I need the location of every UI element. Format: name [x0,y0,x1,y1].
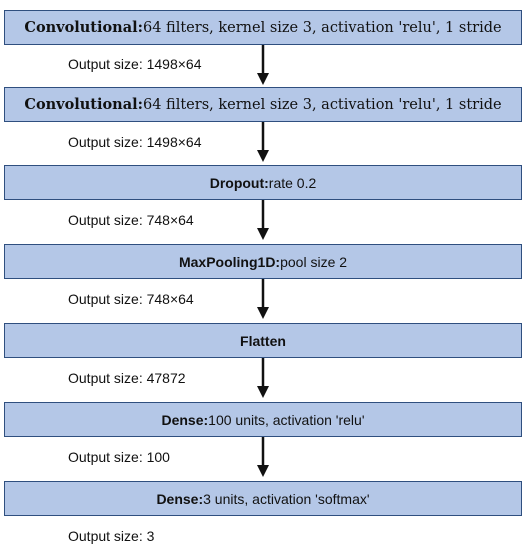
layer-name: Dropout: [209,174,269,191]
down-arrow-icon [257,279,269,319]
layer-box-conv1: Convolutional: 64 filters, kernel size 3… [4,10,522,45]
layer-description: pool size 2 [280,253,348,270]
layer-box-flatten: Flatten [4,323,522,358]
down-arrow-icon [257,122,269,162]
layer-name: MaxPooling1D: [178,253,281,270]
layer-box-dropout: Dropout: rate 0.2 [4,165,522,200]
output-size-label: Output size: 3 [68,528,155,544]
layer-box-dense-3: Dense: 3 units, activation 'softmax' [4,481,522,516]
down-arrow-icon [257,437,269,477]
layer-name: Dense: [161,411,209,428]
layer-box-dense-100: Dense: 100 units, activation 'relu' [4,402,522,437]
layer-name: Dense: [156,490,204,507]
output-size-label: Output size: 47872 [68,370,186,386]
output-size-label: Output size: 1498×64 [68,56,202,72]
output-size-label: Output size: 748×64 [68,212,194,228]
output-size-label: Output size: 100 [68,449,170,465]
layer-description: 100 units, activation 'relu' [208,411,365,428]
layer-description: rate 0.2 [268,174,317,191]
layer-description: 64 filters, kernel size 3, activation 'r… [142,19,502,36]
output-size-label: Output size: 748×64 [68,291,194,307]
layer-box-conv2: Convolutional: 64 filters, kernel size 3… [4,87,522,122]
down-arrow-icon [257,358,269,398]
layer-name: Convolutional: [24,96,143,113]
layer-description: 64 filters, kernel size 3, activation 'r… [142,96,502,113]
down-arrow-icon [257,200,269,240]
output-size-label: Output size: 1498×64 [68,134,202,150]
layer-box-maxpooling: MaxPooling1D: pool size 2 [4,244,522,279]
layer-name: Flatten [240,332,286,349]
down-arrow-icon [257,45,269,85]
layer-name: Convolutional: [24,19,143,36]
layer-description: 3 units, activation 'softmax' [203,490,370,507]
